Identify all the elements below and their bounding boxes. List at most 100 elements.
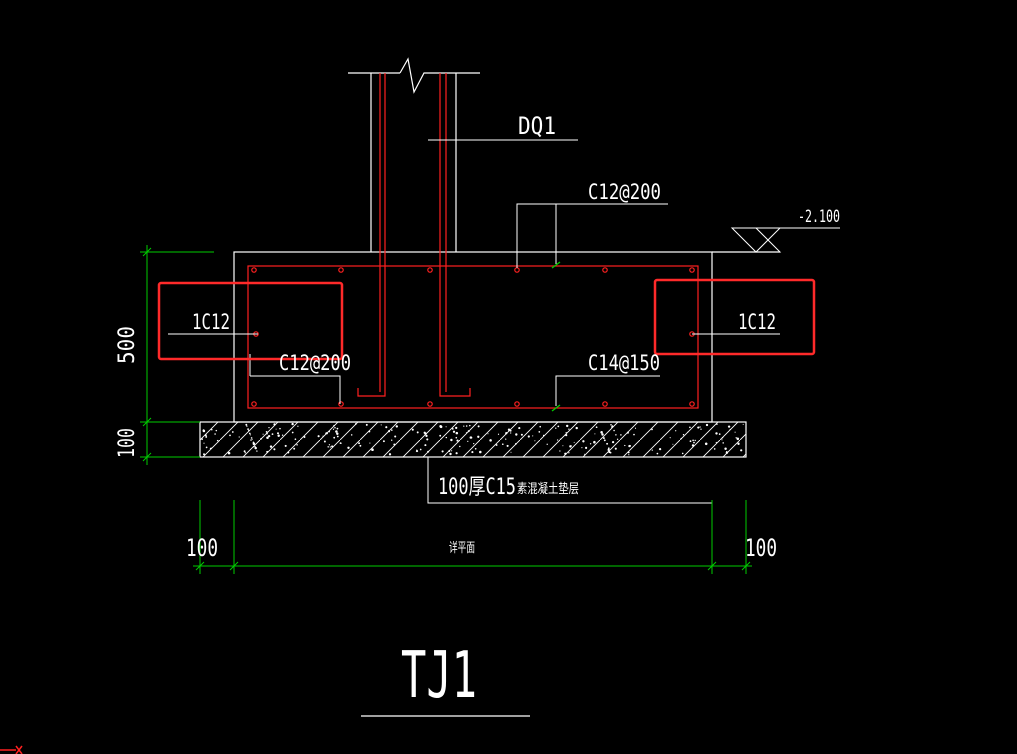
aggregate-dot <box>333 424 335 427</box>
aggregate-dot <box>203 442 205 444</box>
aggregate-dot <box>607 447 610 450</box>
aggregate-dot <box>507 428 511 431</box>
aggregate-dot <box>449 452 452 456</box>
aggregate-dot <box>277 434 280 437</box>
aggregate-dot <box>611 426 613 428</box>
aggregate-dot <box>455 436 458 439</box>
aggregate-dot <box>575 426 578 430</box>
aggregate-dot <box>565 432 567 434</box>
aggregate-dot <box>565 434 568 437</box>
aggregate-dot <box>445 426 447 428</box>
aggregate-dot <box>205 446 208 449</box>
top-rebar-label: C12@200 <box>588 180 661 204</box>
rebar-dot <box>251 401 257 407</box>
rebar-dot <box>602 401 608 407</box>
aggregate-dot <box>209 447 211 450</box>
aggregate-dot <box>465 432 467 434</box>
aggregate-dot <box>585 446 588 449</box>
aggregate-dot <box>620 434 622 436</box>
aggregate-dot <box>565 424 569 428</box>
aggregate-dot <box>427 450 430 453</box>
center-width-label: 详平面 <box>449 541 475 556</box>
aggregate-dot <box>450 438 453 442</box>
aggregate-dot <box>726 451 728 453</box>
rebar-dots <box>251 267 695 407</box>
rebar-dot <box>251 267 257 273</box>
aggregate-dot <box>291 431 294 434</box>
aggregate-dot <box>479 450 482 454</box>
wall-dq1 <box>348 57 480 252</box>
aggregate-dot <box>385 426 388 429</box>
aggregate-dot <box>439 425 442 428</box>
aggregate-dot <box>201 438 203 440</box>
aggregate-dot <box>333 436 336 439</box>
aggregate-dot <box>266 450 269 453</box>
aggregate-dot <box>388 453 392 456</box>
rebar-dot <box>689 401 695 407</box>
left-width-dim-label: 100 <box>186 534 218 562</box>
aggregate-dot <box>269 445 273 448</box>
aggregate-dot <box>467 440 469 442</box>
aggregate-dot <box>568 428 570 430</box>
aggregate-dot <box>564 452 567 455</box>
aggregate-dot <box>616 438 619 440</box>
aggregate-dot <box>350 434 353 436</box>
aggregate-dot <box>231 431 234 433</box>
rebar-dot <box>427 267 433 273</box>
aggregate-dot <box>266 432 268 435</box>
aggregate-dot <box>471 451 474 454</box>
aggregate-dot <box>253 446 255 448</box>
aggregate-dot <box>559 438 561 440</box>
aggregate-dot <box>600 431 603 434</box>
aggregate-dot <box>495 444 498 446</box>
elevation-marker <box>730 227 782 253</box>
aggregate-dot <box>687 431 689 433</box>
aggregate-dot <box>682 434 685 436</box>
footing-rebar <box>247 73 699 409</box>
aggregate-dot <box>562 445 564 447</box>
aggregate-dot <box>359 444 362 447</box>
aggregate-dot <box>394 435 397 438</box>
aggregate-dot <box>505 432 508 435</box>
aggregate-dot <box>624 444 626 447</box>
aggregate-dot <box>681 452 684 455</box>
aggregate-dot <box>395 425 398 428</box>
cushion-aggregate-dots <box>201 422 744 456</box>
aggregate-dot <box>336 432 339 435</box>
aggregate-dot <box>279 427 281 430</box>
aggregate-dot <box>692 439 694 442</box>
aggregate-dot <box>416 431 419 434</box>
aggregate-dot <box>323 440 326 443</box>
aggregate-dot <box>273 448 276 451</box>
aggregate-dot <box>369 442 371 444</box>
right-width-dim-label: 100 <box>745 534 777 562</box>
aggregate-dot <box>658 447 662 451</box>
aggregate-dot <box>284 444 287 447</box>
aggregate-dot <box>538 431 541 433</box>
aggregate-dot <box>382 440 385 443</box>
aggregate-dot <box>477 425 480 428</box>
aggregate-dot <box>569 445 572 448</box>
aggregate-dot <box>556 439 559 441</box>
aggregate-dot <box>539 425 542 428</box>
aggregate-dot <box>691 444 695 447</box>
highlight-box-left <box>157 281 344 361</box>
aggregate-dot <box>317 435 320 438</box>
aggregate-dot <box>633 433 635 436</box>
wall-label: DQ1 <box>518 112 556 140</box>
aggregate-dot <box>722 442 724 444</box>
aggregate-dot <box>281 434 284 436</box>
aggregate-dot <box>249 434 251 436</box>
aggregate-dot <box>328 430 331 433</box>
aggregate-dot <box>451 428 454 430</box>
aggregate-dot <box>693 441 695 444</box>
aggregate-dot <box>595 426 598 429</box>
aggregate-dot <box>334 427 336 429</box>
right-bar-label: 1C12 <box>738 310 776 334</box>
aggregate-dot <box>254 446 257 450</box>
aggregate-dot <box>203 453 205 456</box>
aggregate-dot <box>729 428 731 431</box>
aggregate-dot <box>610 424 612 426</box>
aggregate-dot <box>205 435 208 438</box>
aggregate-dot <box>557 425 560 428</box>
